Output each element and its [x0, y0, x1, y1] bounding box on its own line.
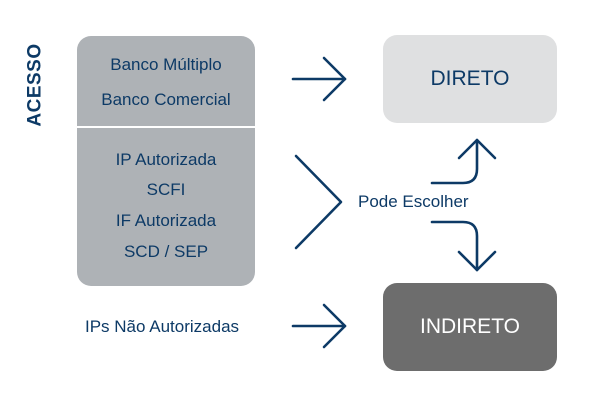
direct-access-label: DIRETO [430, 67, 510, 90]
institution-group-box: Banco Múltiplo Banco Comercial IP Autori… [77, 36, 255, 286]
group-item-banco-multiplo: Banco Múltiplo [110, 55, 222, 74]
choice-label: Pode Escolher [358, 192, 469, 211]
group-item-scfi: SCFI [146, 180, 186, 199]
arrow-right-icon [291, 56, 347, 102]
curved-arrow-down-icon [430, 220, 497, 272]
indirect-access-box: INDIRETO [383, 283, 557, 371]
group-item-banco-comercial: Banco Comercial [101, 90, 231, 109]
chevron-right-icon [294, 154, 343, 250]
indirect-access-label: INDIRETO [420, 315, 520, 338]
unauthorized-label: IPs Não Autorizadas [85, 317, 240, 336]
curved-arrow-up-icon [430, 138, 497, 185]
arrow-right-icon [291, 303, 347, 349]
group-item-ip-autorizada: IP Autorizada [115, 150, 217, 169]
group-item-scd-sep: SCD / SEP [123, 242, 209, 261]
group-item-if-autorizada: IF Autorizada [115, 211, 217, 230]
direct-access-box: DIRETO [383, 35, 557, 123]
group-divider [77, 126, 255, 128]
